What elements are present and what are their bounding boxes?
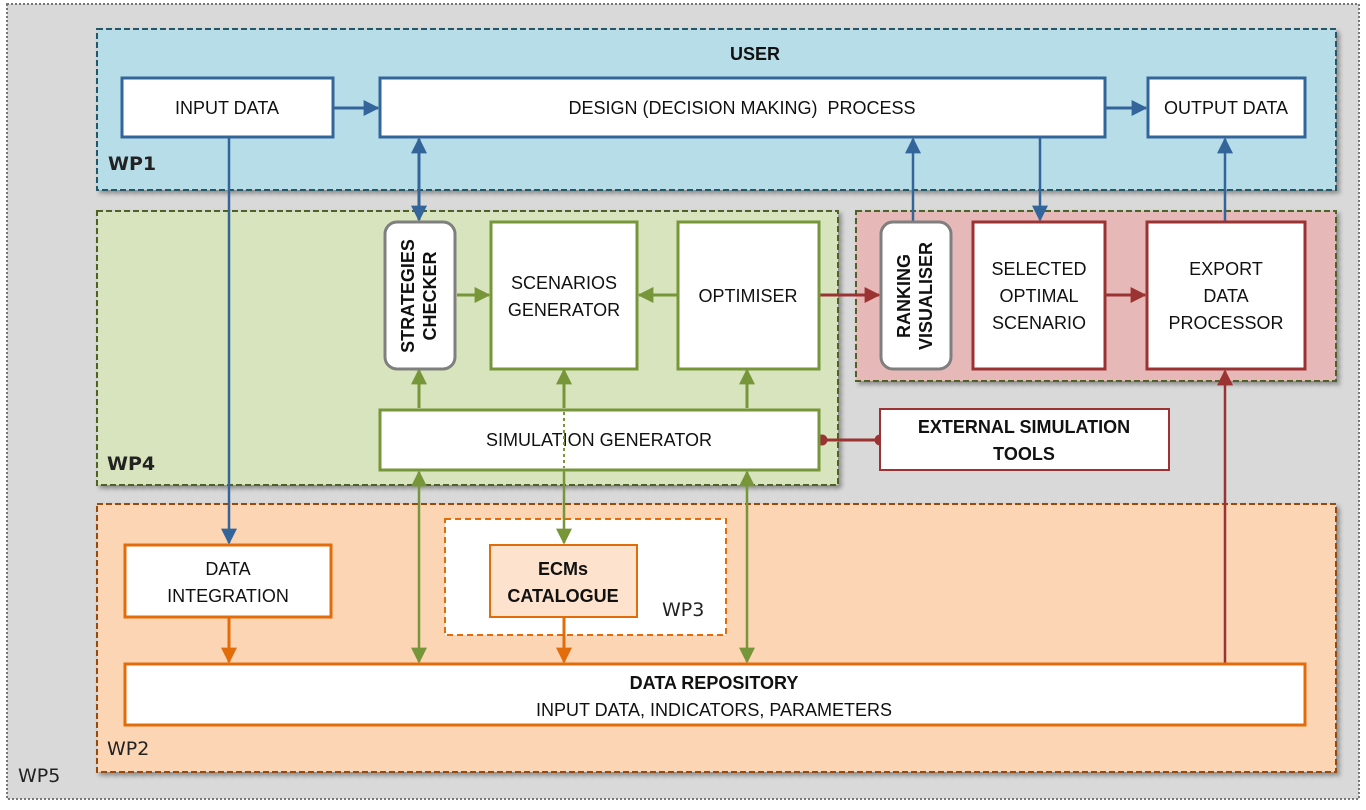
svg-text:GENERATOR: GENERATOR [508, 300, 620, 320]
svg-text:STRATEGIES: STRATEGIES [398, 239, 418, 353]
node-design-process[interactable]: DESIGN (DECISION MAKING) PROCESS [378, 76, 1107, 139]
wp3-label: WP3 [662, 599, 704, 621]
svg-text:DATA: DATA [1203, 286, 1248, 306]
node-data-integration[interactable]: DATA INTEGRATION [123, 543, 333, 619]
node-ecms-catalogue[interactable]: ECMs CATALOGUE [489, 544, 638, 618]
node-scenarios-generator[interactable]: SCENARIOS GENERATOR [489, 220, 639, 371]
svg-text:RANKING: RANKING [894, 254, 914, 338]
svg-text:CATALOGUE: CATALOGUE [507, 586, 618, 606]
svg-text:INPUT DATA: INPUT DATA [175, 98, 279, 118]
svg-text:INTEGRATION: INTEGRATION [167, 586, 289, 606]
svg-text:SIMULATION GENERATOR: SIMULATION GENERATOR [486, 430, 712, 450]
node-strategies-checker[interactable]: STRATEGIES CHECKER [383, 220, 457, 371]
svg-text:DATA REPOSITORY: DATA REPOSITORY [630, 673, 799, 693]
svg-text:SCENARIOS: SCENARIOS [511, 273, 617, 293]
node-output-data[interactable]: OUTPUT DATA [1146, 76, 1307, 139]
node-export-data-processor[interactable]: EXPORT DATA PROCESSOR [1145, 220, 1307, 371]
wp2-label: WP2 [107, 738, 149, 760]
node-ranking-visualiser[interactable]: RANKING VISUALISER [879, 220, 953, 371]
node-data-repository[interactable]: DATA REPOSITORY INPUT DATA, INDICATORS, … [123, 662, 1307, 727]
svg-text:OUTPUT DATA: OUTPUT DATA [1164, 98, 1288, 118]
wp5-label: WP5 [18, 765, 60, 787]
svg-text:TOOLS: TOOLS [993, 444, 1055, 464]
svg-text:INPUT DATA, INDICATORS, PARAME: INPUT DATA, INDICATORS, PARAMETERS [536, 700, 892, 720]
wp1-label: WP1 [108, 153, 156, 175]
svg-text:ECMs: ECMs [538, 559, 588, 579]
svg-text:DATA: DATA [205, 559, 250, 579]
svg-text:EXTERNAL SIMULATION: EXTERNAL SIMULATION [918, 417, 1130, 437]
node-selected-optimal-scenario[interactable]: SELECTED OPTIMAL SCENARIO [971, 220, 1107, 371]
svg-text:DESIGN (DECISION MAKING) PROC: DESIGN (DECISION MAKING) PROCESS [568, 98, 915, 118]
connectors [221, 100, 1233, 664]
wp4-label: WP4 [107, 453, 155, 475]
svg-text:VISUALISER: VISUALISER [916, 242, 936, 350]
node-simulation-generator[interactable]: SIMULATION GENERATOR [378, 408, 821, 472]
svg-text:PROCESSOR: PROCESSOR [1168, 313, 1283, 333]
svg-text:EXPORT: EXPORT [1189, 259, 1263, 279]
svg-text:OPTIMAL: OPTIMAL [999, 286, 1078, 306]
svg-text:SCENARIO: SCENARIO [992, 313, 1086, 333]
wp1-header-user: USER [730, 44, 780, 64]
svg-text:OPTIMISER: OPTIMISER [698, 286, 797, 306]
svg-text:CHECKER: CHECKER [420, 251, 440, 340]
node-input-data[interactable]: INPUT DATA [120, 76, 335, 139]
node-optimiser[interactable]: OPTIMISER [676, 220, 821, 371]
svg-text:SELECTED: SELECTED [991, 259, 1086, 279]
node-external-simulation-tools[interactable]: EXTERNAL SIMULATION TOOLS [879, 408, 1170, 471]
